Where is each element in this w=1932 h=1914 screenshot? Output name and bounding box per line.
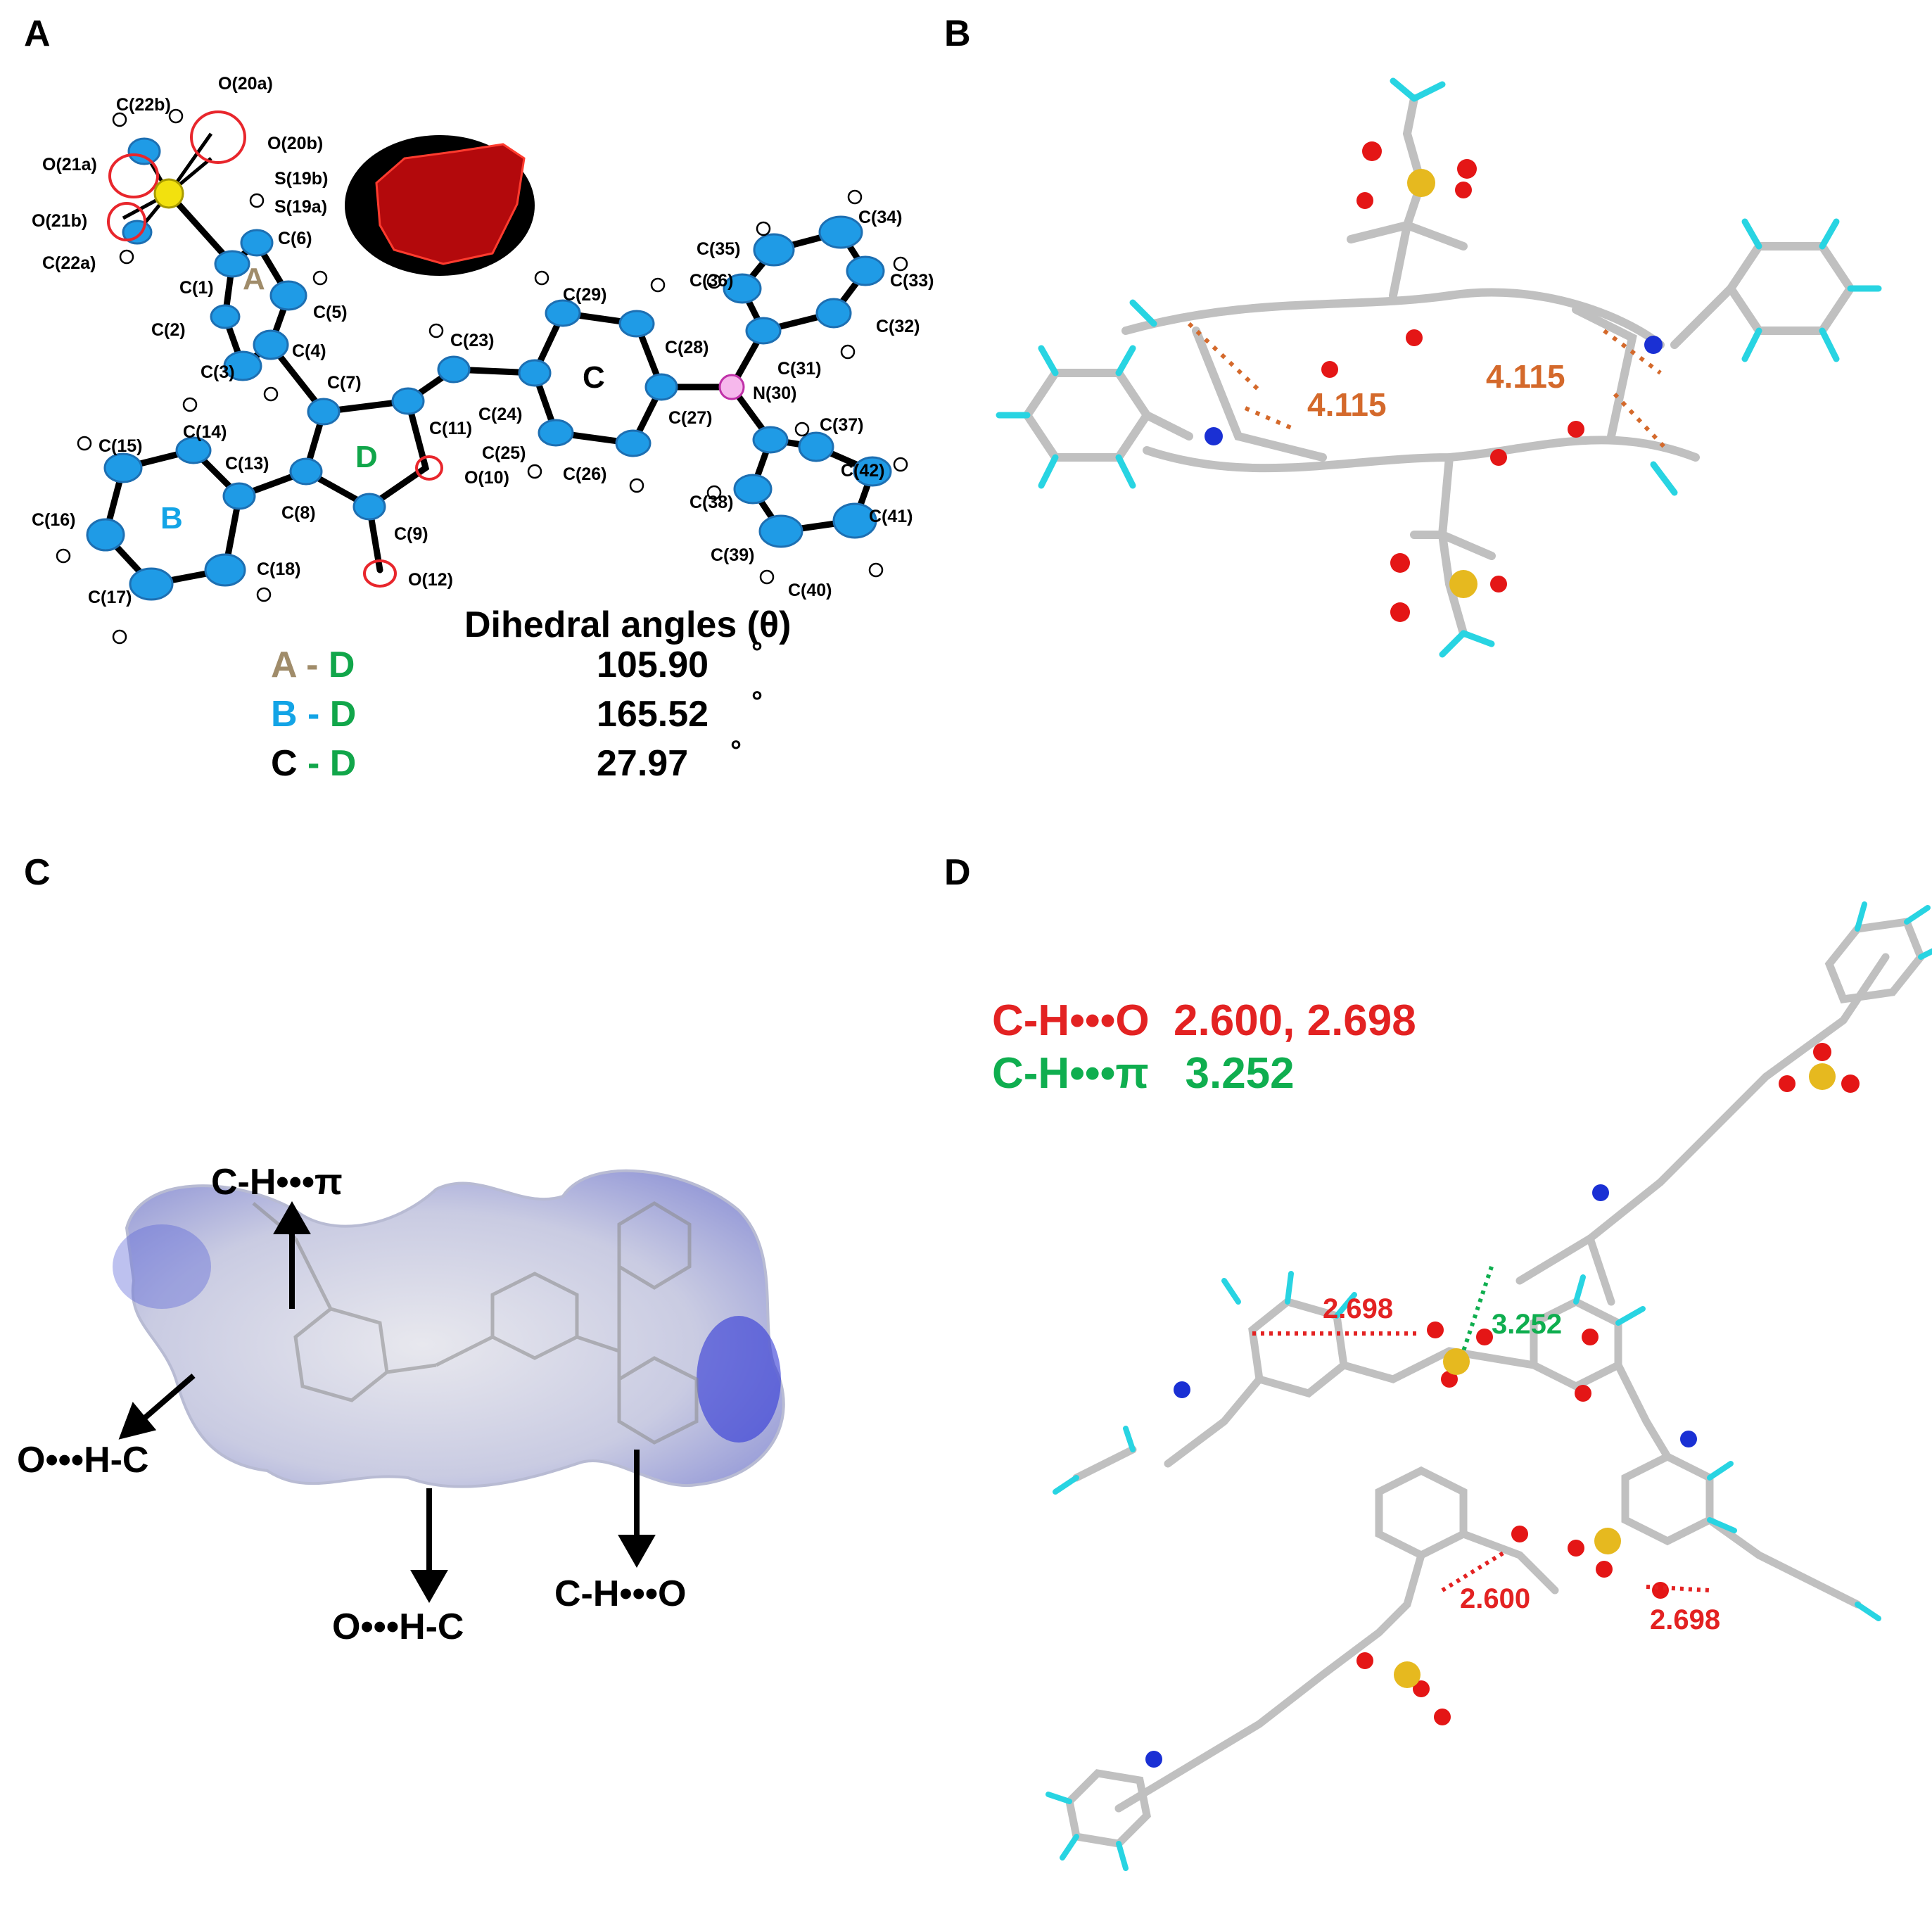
atom-label: S(19a) (274, 197, 328, 217)
ortep-drawing (56, 108, 908, 645)
ring-label-a: A (243, 262, 265, 296)
atom-label: O(20b) (267, 134, 324, 153)
atom-label: C(3) (201, 362, 235, 382)
atom-label: C(11) (429, 419, 473, 438)
atom-label: C(8) (281, 503, 316, 523)
atom-label: C(27) (668, 408, 713, 428)
atom-label: C(42) (841, 461, 885, 481)
ring-b-name: B (271, 694, 298, 735)
dihedral-value-ad: 105.90 (597, 645, 709, 685)
surface-outline (125, 1169, 785, 1488)
panel-b-dimer: 4.115 4.115 (957, 0, 1932, 816)
atom-label: C(16) (32, 510, 76, 530)
pi-stack-distance-right: 4.115 (1486, 358, 1565, 395)
atom-label: O(21b) (32, 211, 88, 231)
atom-label: S(19b) (274, 169, 329, 189)
atom-label: C(29) (563, 285, 607, 305)
legend-ch-o: C-H•••O 2.600, 2.698 (992, 996, 1416, 1046)
atom-label: C(41) (869, 507, 913, 526)
distance-ch-pi-3252: 3.252 (1492, 1309, 1563, 1340)
atom-label: C(31) (777, 359, 822, 379)
row-sep: - (297, 694, 330, 735)
atom-label: C(40) (788, 581, 832, 600)
panel-label-d: D (944, 852, 971, 893)
atom-label: C(6) (278, 229, 312, 248)
panel-a-ortep: C(22b) O(20a) O(21a) O(20b) S(19b) S(19a) O(21… (0, 0, 957, 816)
atom-label: C(39) (711, 545, 755, 565)
panel-label-a: A (24, 13, 51, 54)
dimer-drawing (996, 77, 1882, 658)
atom-label: C(24) (478, 405, 523, 424)
panel-label-b: B (944, 13, 971, 54)
row-sep: - (297, 743, 330, 784)
dihedral-value-bd: 165.52 (597, 694, 709, 735)
panel-c-hirshfeld: C-H•••π O•••H-C O•••H-C C-H•••O (0, 844, 957, 1773)
atom-label: O(12) (408, 570, 453, 590)
ring-c-name: C (271, 743, 298, 784)
atom-label: C(22a) (42, 253, 96, 273)
atom-label: C(4) (292, 341, 326, 361)
atom-label: C(1) (179, 278, 214, 298)
atom-label: C(37) (820, 415, 864, 435)
ring-d-name: D (329, 694, 357, 735)
dihedral-row-ad: A - D (271, 644, 355, 686)
ring-a-name: A (271, 645, 296, 685)
packing-drawing (1046, 901, 1932, 1871)
atom-label: C(15) (98, 436, 143, 456)
ring-d-name: D (328, 645, 355, 685)
atom-label: O(10) (464, 468, 509, 488)
dihedral-row-bd: B - D (271, 693, 356, 735)
atom-label: O(20a) (218, 74, 273, 94)
panel-d-packing: C-H•••O 2.600, 2.698 C-H•••π 3.252 (957, 844, 1932, 1914)
panel-label-c: C (24, 852, 51, 893)
ring-label-b: B (160, 501, 183, 535)
atom-label: C(23) (450, 331, 495, 350)
ring-label-d: D (355, 440, 378, 474)
annotation-o-hc-left: O•••H-C (17, 1440, 149, 1481)
degree-sign: ° (730, 735, 742, 766)
row-sep: - (295, 645, 329, 685)
legend-ch-pi-values: 3.252 (1185, 1049, 1295, 1098)
dihedral-table-title: Dihedral angles (θ) (464, 604, 792, 645)
legend-ch-o-values: 2.600, 2.698 (1174, 996, 1416, 1045)
annotation-o-hc-bottom: O•••H-C (332, 1606, 464, 1647)
atom-label: C(5) (313, 303, 348, 322)
atom-label: C(25) (482, 443, 526, 463)
dihedral-value-cd: 27.97 (597, 743, 689, 784)
legend-ch-o-name: C-H•••O (992, 996, 1150, 1045)
atom-label: N(30) (753, 384, 797, 403)
atom-label: C(38) (689, 493, 734, 512)
atom-label: C(9) (394, 524, 428, 544)
atom-label: C(17) (88, 588, 132, 607)
pi-stack-distance-left: 4.115 (1307, 386, 1387, 423)
atom-label: C(28) (665, 338, 709, 357)
atom-label: C(22b) (116, 95, 171, 115)
atom-label: C(36) (689, 271, 734, 291)
annotation-ch-o: C-H•••O (554, 1573, 687, 1614)
atom-label: C(34) (858, 208, 903, 227)
legend-ch-pi-name: C-H•••π (992, 1049, 1149, 1098)
atom-label: C(7) (327, 373, 362, 393)
distance-ch-o-2698-left: 2.698 (1323, 1293, 1394, 1324)
crystal-shape (375, 143, 526, 265)
atom-label: C(13) (225, 454, 269, 474)
atom-label: C(2) (151, 320, 186, 340)
ring-label-c: C (583, 360, 605, 395)
atom-label: C(14) (183, 422, 227, 442)
distance-ch-o-2600: 2.600 (1460, 1583, 1531, 1614)
degree-sign: ° (751, 686, 763, 717)
annotation-ch-pi: C-H•••π (211, 1162, 343, 1203)
atom-label: O(21a) (42, 155, 97, 175)
atom-label: C(26) (563, 464, 607, 484)
legend-ch-pi: C-H•••π 3.252 (992, 1048, 1295, 1098)
atom-label: C(18) (257, 559, 301, 579)
atom-label: C(35) (697, 239, 741, 259)
distance-ch-o-2698-right: 2.698 (1650, 1604, 1721, 1635)
ring-d-name: D (329, 743, 357, 784)
atom-label: C(32) (876, 317, 920, 336)
degree-sign: ° (751, 637, 763, 668)
atom-label: C(33) (890, 271, 934, 291)
hirshfeld-surface (113, 1169, 785, 1604)
dihedral-row-cd: C - D (271, 742, 356, 785)
